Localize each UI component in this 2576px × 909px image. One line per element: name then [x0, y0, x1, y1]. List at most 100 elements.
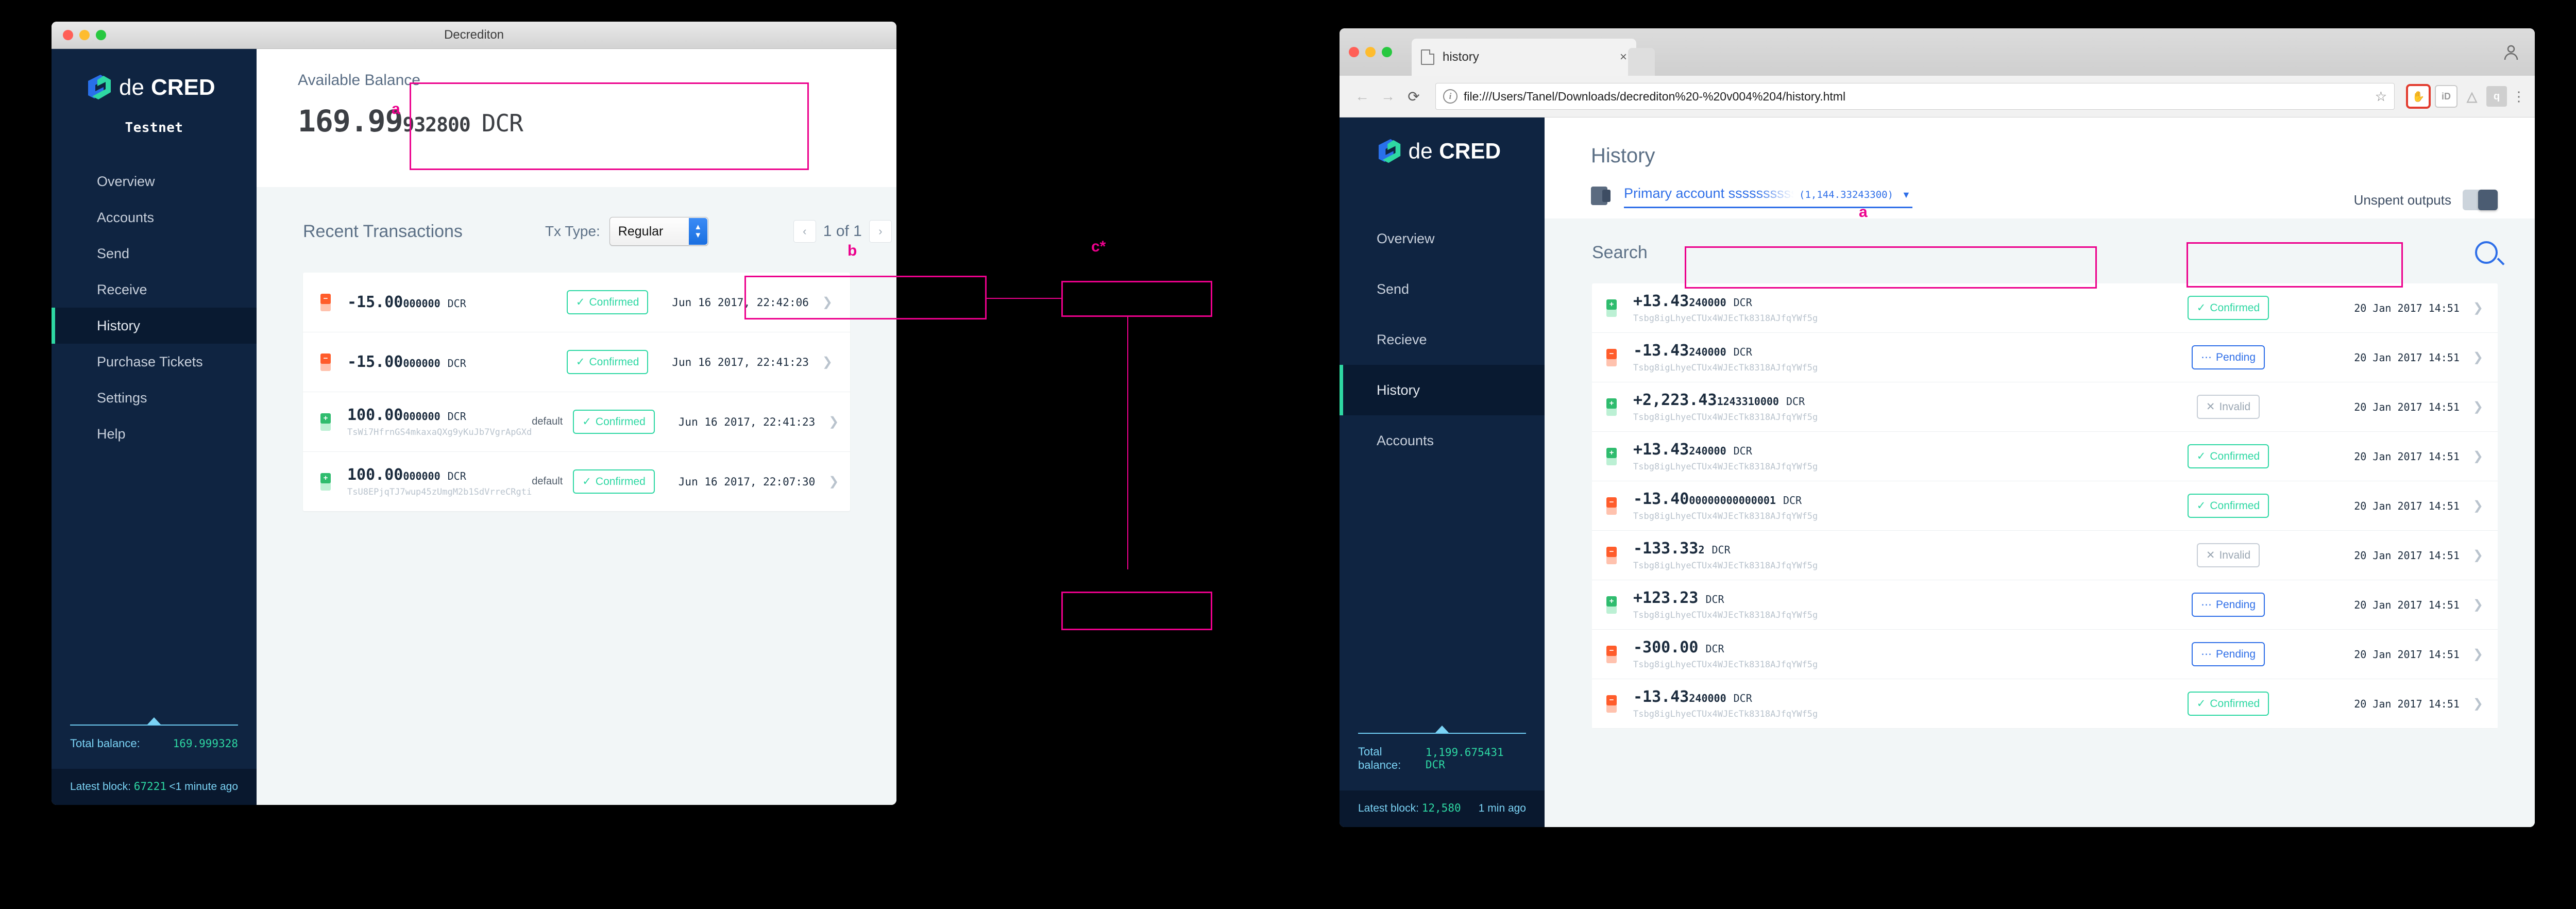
chevron-down-icon[interactable]: ▼: [1902, 190, 1911, 200]
address: TsWi7HfrnGS4mkaxaQXg9yKuJb7VgrApGXd: [347, 427, 532, 437]
minimize-icon[interactable]: [1365, 47, 1376, 57]
annotation-label-b: b: [848, 242, 857, 259]
search-icon[interactable]: [2475, 241, 2498, 264]
bookmark-star-icon[interactable]: ☆: [2375, 88, 2387, 104]
chevron-right-icon[interactable]: ❯: [2472, 598, 2483, 612]
chevron-right-icon[interactable]: ❯: [2472, 301, 2483, 315]
sidebar-item-label: Accounts: [1377, 432, 1434, 448]
chevron-right-icon[interactable]: ❯: [2472, 647, 2483, 661]
back-button[interactable]: ←: [1355, 88, 1369, 104]
sidebar-item-accounts[interactable]: Accounts: [52, 199, 257, 235]
account-selector[interactable]: Primary account sssssssssss (1,144.33243…: [1624, 186, 1912, 208]
sidebar-item-help[interactable]: Help: [52, 416, 257, 452]
outgoing-icon: −: [1606, 546, 1620, 564]
close-icon[interactable]: [63, 30, 73, 40]
chevron-right-icon[interactable]: ❯: [2472, 499, 2483, 513]
new-tab-button[interactable]: [1628, 48, 1655, 76]
chevron-right-icon[interactable]: ❯: [2472, 400, 2483, 414]
chevron-right-icon[interactable]: ❯: [2472, 548, 2483, 562]
sidebar-item-overview[interactable]: Overview: [52, 163, 257, 199]
timestamp: 20 Jan 2017 14:51: [2354, 301, 2460, 314]
account-label: default: [532, 416, 563, 427]
browser-traffic-lights[interactable]: [1349, 28, 1392, 76]
sidebar-item-send[interactable]: Send: [1340, 264, 1545, 314]
forward-button[interactable]: →: [1381, 88, 1395, 104]
status-glyph-icon: ⋯: [2200, 648, 2212, 660]
toggle-knob: [2478, 190, 2498, 210]
amount-integer: +2,223.43: [1633, 391, 1717, 409]
sidebar-item-settings[interactable]: Settings: [52, 380, 257, 416]
sidebar-item-history[interactable]: History: [1340, 365, 1545, 415]
chevron-right-icon[interactable]: ❯: [2472, 350, 2483, 364]
unspent-outputs-toggle[interactable]: [2463, 190, 2498, 210]
status-cell: ✓Confirmed: [2143, 494, 2313, 518]
adblock-icon[interactable]: ✋: [2406, 84, 2431, 109]
status-badge: ✓Confirmed: [566, 350, 649, 374]
tx-type-select[interactable]: Regular ▲▼: [609, 217, 708, 246]
amount-unit: DCR: [1733, 296, 1752, 309]
address-bar[interactable]: i file:///Users/Tanel/Downloads/decredit…: [1435, 83, 2395, 110]
sidebar-item-recieve[interactable]: Recieve: [1340, 314, 1545, 365]
maximize-icon[interactable]: [96, 30, 106, 40]
chevron-right-icon[interactable]: ❯: [828, 475, 839, 489]
minimize-icon[interactable]: [79, 30, 90, 40]
chevron-right-icon[interactable]: ❯: [822, 295, 833, 309]
account-selector-wrap[interactable]: Primary account sssssssssss (1,144.33243…: [1591, 186, 1912, 208]
maximize-icon[interactable]: [1382, 47, 1392, 57]
chevron-updown-icon[interactable]: ▲▼: [688, 218, 707, 245]
reload-button[interactable]: ⟳: [1408, 88, 1420, 105]
chevron-right-icon[interactable]: ❯: [2472, 449, 2483, 463]
sidebar-item-receive[interactable]: Receive: [52, 272, 257, 308]
chevron-right-icon[interactable]: ❯: [822, 355, 833, 369]
sidebar-item-purchase-tickets[interactable]: Purchase Tickets: [52, 344, 257, 380]
sidebar-item-send[interactable]: Send: [52, 235, 257, 272]
profile-avatar-icon[interactable]: [2502, 28, 2520, 76]
amount-integer: -13.43: [1633, 688, 1689, 706]
history-page-main: History Primary account sssssssssss (1,1…: [1545, 117, 2535, 827]
close-icon[interactable]: [1349, 47, 1359, 57]
pagination-next-button[interactable]: ›: [869, 220, 892, 243]
browser-tab-history[interactable]: history ×: [1412, 39, 1636, 76]
id-icon[interactable]: iD: [2435, 85, 2458, 108]
sidebar-item-history[interactable]: History: [52, 308, 257, 344]
tx-type-filter[interactable]: Tx Type: Regular ▲▼: [545, 217, 708, 246]
window-traffic-lights[interactable]: [63, 22, 106, 48]
browser-menu-icon[interactable]: ⋮: [2512, 88, 2526, 104]
pagination-prev-button[interactable]: ‹: [793, 220, 816, 243]
sidebar-item-accounts[interactable]: Accounts: [1340, 415, 1545, 466]
app-title-bar: Decrediton: [52, 22, 896, 49]
search-row[interactable]: Search: [1545, 218, 2535, 264]
sidebar-item-overview[interactable]: Overview: [1340, 213, 1545, 264]
unspent-outputs-control[interactable]: Unspent outputs: [2354, 190, 2498, 210]
tab-close-icon[interactable]: ×: [1619, 50, 1627, 64]
address: Tsbg8igLhyeCTUx4WJEcTk8318AJfqYWf5g: [1633, 462, 1818, 472]
timestamp-cell: 20 Jan 2017 14:51❯: [2313, 399, 2483, 414]
chevron-right-icon[interactable]: ❯: [2472, 697, 2483, 711]
chevron-right-icon[interactable]: ❯: [828, 415, 839, 429]
pagination[interactable]: ‹ 1 of 1 ›: [793, 220, 892, 243]
amount-fraction: 240000: [1689, 296, 1726, 309]
address: Tsbg8igLhyeCTUx4WJEcTk8318AJfqYWf5g: [1633, 313, 1818, 324]
app-sidebar: de CRED Testnet Overview Accounts Send R…: [52, 49, 257, 805]
address: Tsbg8igLhyeCTUx4WJEcTk8318AJfqYWf5g: [1633, 363, 1818, 373]
latest-block-text: Latest block:: [1358, 802, 1419, 814]
drive-icon[interactable]: △: [2467, 88, 2477, 104]
info-icon[interactable]: i: [1443, 89, 1458, 104]
q-icon[interactable]: q: [2486, 86, 2507, 107]
